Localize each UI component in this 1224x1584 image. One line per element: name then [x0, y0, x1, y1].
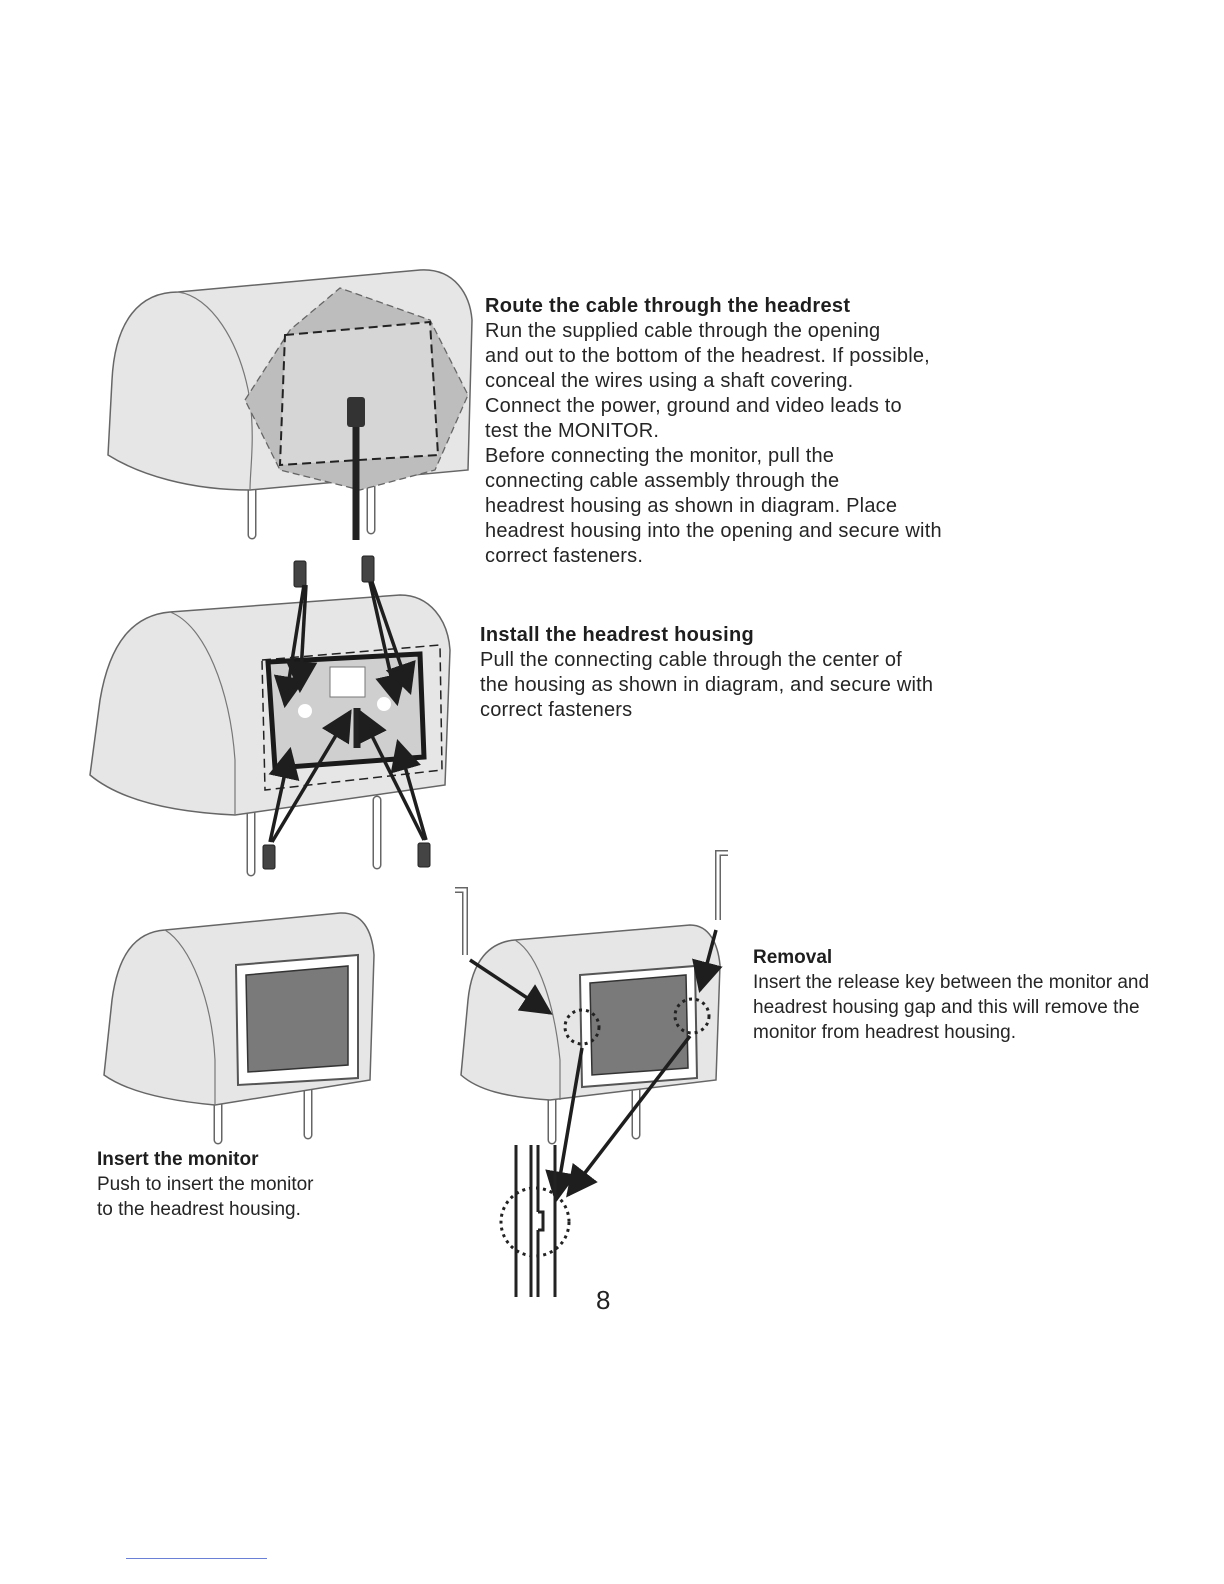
route-line: and out to the bottom of the headrest. I… [485, 345, 930, 367]
route-line: conceal the wires using a shaft covering… [485, 370, 854, 392]
install-line: Pull the connecting cable through the ce… [480, 649, 902, 671]
removal-heading: Removal [753, 947, 833, 968]
insert-line: Push to insert the monitor [97, 1174, 314, 1195]
insert-monitor-heading: Insert the monitor [97, 1149, 259, 1170]
install-housing-section: Install the headrest housing Pull the co… [480, 623, 1000, 723]
route-line: Connect the power, ground and video lead… [485, 395, 902, 417]
install-line: the housing as shown in diagram, and sec… [480, 674, 934, 696]
removal-line: headrest housing gap and this will remov… [753, 997, 1140, 1018]
route-cable-heading: Route the cable through the headrest [485, 295, 851, 317]
removal-section: Removal Insert the release key between t… [753, 945, 1193, 1045]
headrest-cable-route-illustration [107, 269, 473, 540]
install-line: correct fasteners [480, 699, 633, 721]
route-line: test the MONITOR. [485, 420, 660, 442]
route-line: headrest housing as shown in diagram. Pl… [485, 495, 898, 517]
route-line: Run the supplied cable through the openi… [485, 320, 881, 342]
route-line: Before connecting the monitor, pull the [485, 445, 835, 467]
removal-illustration [455, 850, 728, 1297]
route-line: headrest housing into the opening and se… [485, 520, 942, 542]
headrest-housing-install-illustration [89, 555, 451, 877]
route-cable-section: Route the cable through the headrest Run… [485, 294, 1005, 569]
insert-monitor-illustration [103, 912, 375, 1145]
removal-line: monitor from headrest housing. [753, 1022, 1016, 1043]
install-housing-heading: Install the headrest housing [480, 624, 754, 646]
footer-rule [126, 1558, 267, 1559]
insert-line: to the headrest housing. [97, 1199, 301, 1220]
page-number: 8 [596, 1285, 611, 1315]
insert-monitor-section: Insert the monitor Push to insert the mo… [97, 1147, 397, 1222]
route-line: connecting cable assembly through the [485, 470, 840, 492]
route-line: correct fasteners. [485, 545, 644, 567]
removal-line: Insert the release key between the monit… [753, 972, 1150, 993]
